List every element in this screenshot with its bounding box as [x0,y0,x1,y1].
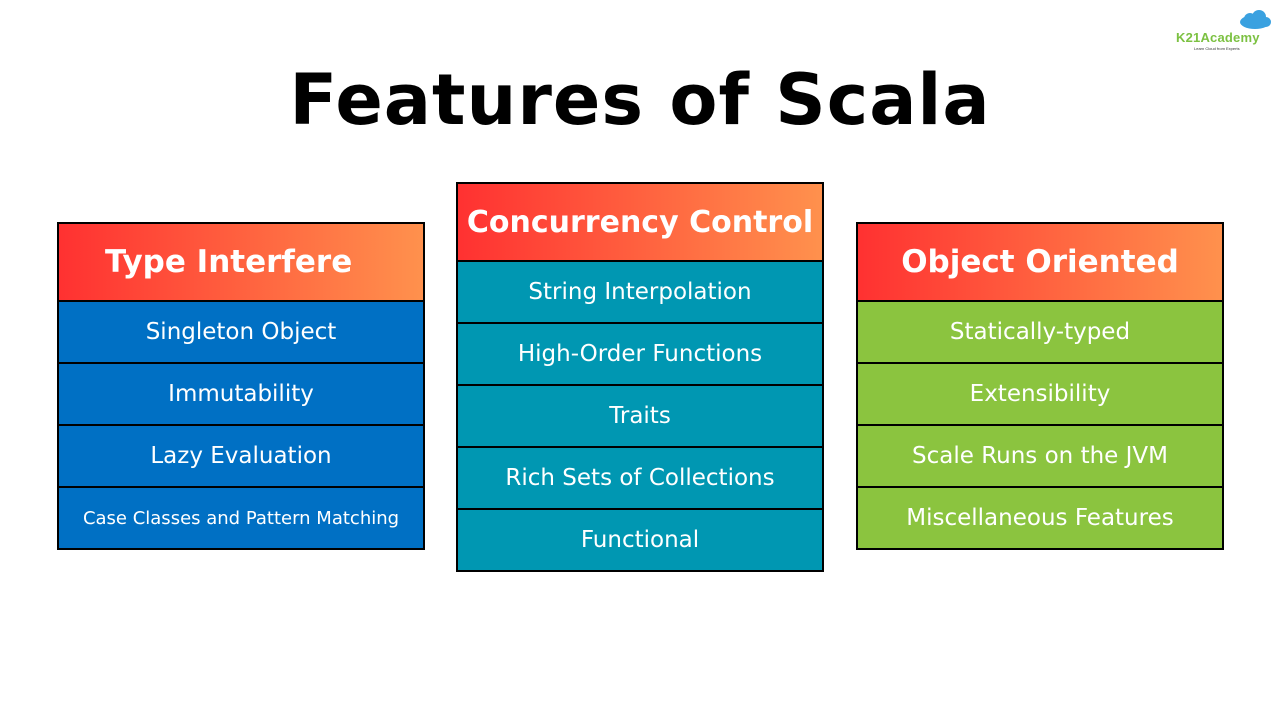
feature-column-object-oriented: Object Oriented Statically-typed Extensi… [856,222,1224,550]
feature-item: Extensibility [858,362,1222,424]
feature-column-concurrency-control: Concurrency Control String Interpolation… [456,182,824,572]
column-header: Concurrency Control [458,184,822,260]
feature-item: High-Order Functions [458,322,822,384]
cloud-icon [1240,10,1271,29]
page-title: Features of Scala [289,59,991,141]
feature-item: Traits [458,384,822,446]
column-header: Type Interfere [59,224,423,300]
feature-item: Scale Runs on the JVM [858,424,1222,486]
feature-item: Case Classes and Pattern Matching [59,486,423,548]
logo-tagline: Learn Cloud from Experts [1194,46,1240,51]
feature-item: Statically-typed [858,300,1222,362]
brand-logo: K21Academy Learn Cloud from Experts [1170,8,1274,51]
feature-item: Rich Sets of Collections [458,446,822,508]
feature-item: Singleton Object [59,300,423,362]
feature-item: Functional [458,508,822,570]
feature-column-type-interfere: Type Interfere Singleton Object Immutabi… [57,222,425,550]
feature-item: Miscellaneous Features [858,486,1222,548]
logo-name: K21Academy [1176,30,1260,45]
column-header: Object Oriented [858,224,1222,300]
feature-item: Immutability [59,362,423,424]
feature-item: Lazy Evaluation [59,424,423,486]
feature-item: String Interpolation [458,260,822,322]
